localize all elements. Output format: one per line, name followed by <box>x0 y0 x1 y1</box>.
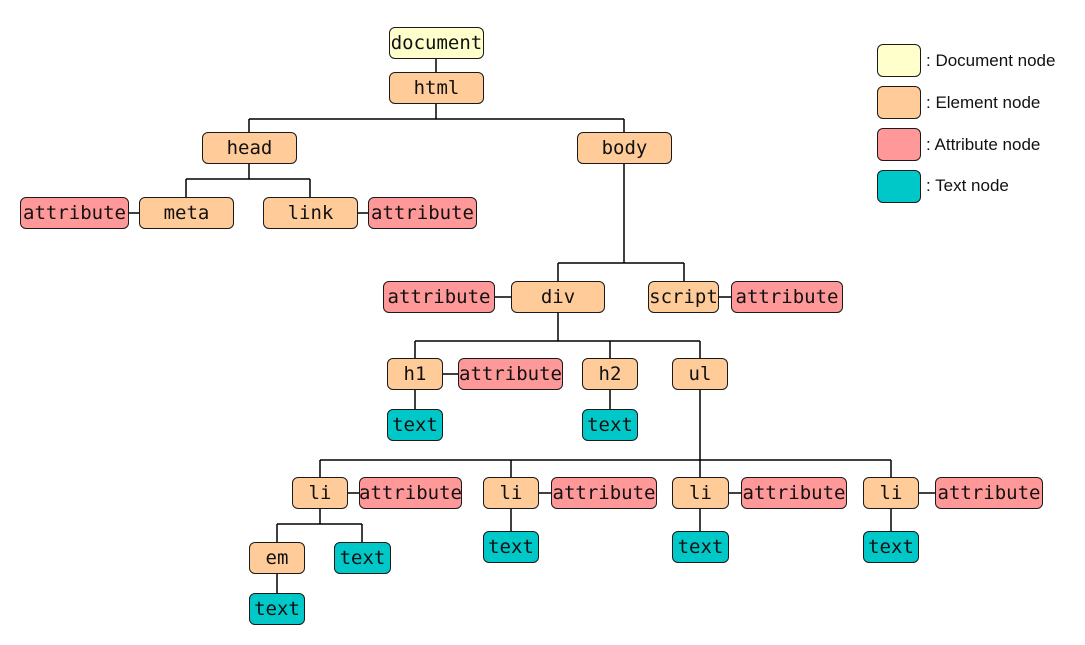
node-li-2-text: text <box>483 531 539 563</box>
legend-swatch-attribute <box>877 128 921 161</box>
legend-label-document: : Document node <box>926 51 1056 70</box>
node-html: html <box>389 72 484 104</box>
node-meta: meta <box>139 197 234 229</box>
node-h2: h2 <box>582 358 638 390</box>
node-meta-attribute: attribute <box>20 197 129 229</box>
node-document: document <box>389 27 484 59</box>
node-em: em <box>249 542 305 574</box>
node-script-attribute: attribute <box>731 281 843 313</box>
node-li-2: li <box>483 477 539 509</box>
node-h1-text: text <box>387 409 443 441</box>
legend-swatch-element <box>877 86 921 119</box>
node-li-3: li <box>672 477 729 509</box>
legend-label-element: : Element node <box>926 93 1041 112</box>
node-li-1-attribute: attribute <box>359 477 462 509</box>
node-link: link <box>263 197 358 229</box>
node-li-2-attribute: attribute <box>551 477 657 509</box>
legend-label-text: : Text node <box>926 176 1009 195</box>
node-body: body <box>577 132 672 164</box>
node-h1: h1 <box>387 358 443 390</box>
node-head: head <box>202 132 297 164</box>
node-li-4-attribute: attribute <box>935 477 1043 509</box>
legend-swatch-text <box>877 170 921 203</box>
node-link-attribute: attribute <box>368 197 477 229</box>
node-h1-attribute: attribute <box>458 358 563 390</box>
node-li-4-text: text <box>863 531 919 563</box>
node-ul: ul <box>672 358 728 390</box>
legend-swatch-document <box>877 44 921 77</box>
legend-label-attribute: : Attribute node <box>926 135 1041 154</box>
node-h2-text: text <box>582 409 638 441</box>
node-em-text: text <box>249 593 305 625</box>
node-li-4: li <box>863 477 919 509</box>
node-li-3-text: text <box>672 531 729 563</box>
node-div-attribute: attribute <box>383 281 495 313</box>
node-li-3-attribute: attribute <box>741 477 847 509</box>
node-script: script <box>648 281 719 313</box>
node-div: div <box>511 281 605 313</box>
node-li-1: li <box>292 477 348 509</box>
node-li-1-text: text <box>334 542 391 574</box>
